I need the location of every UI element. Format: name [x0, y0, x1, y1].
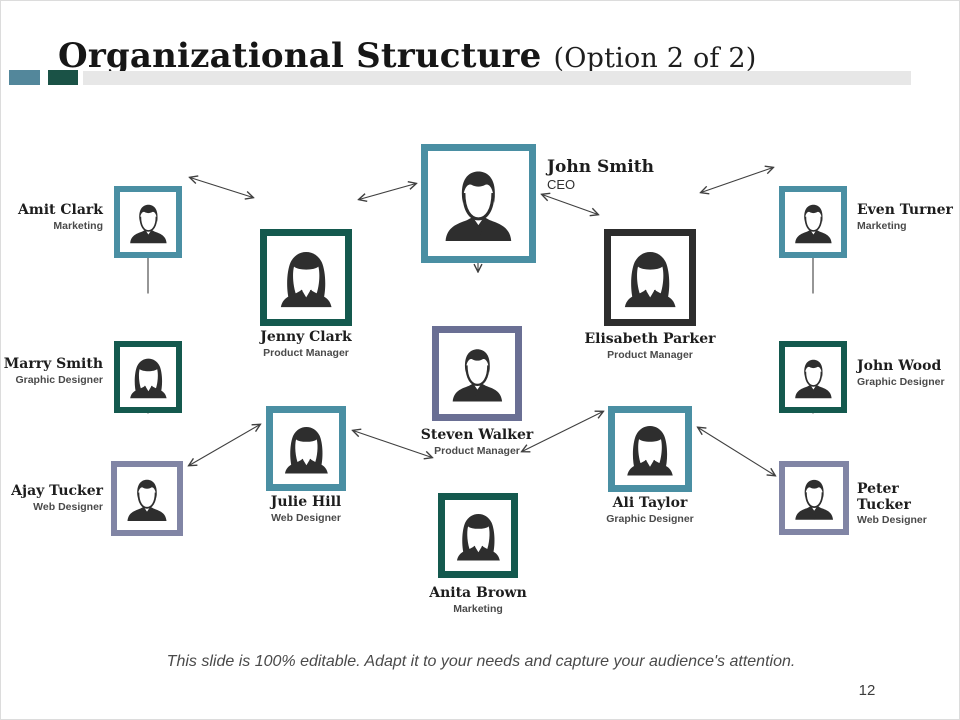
- person-name: John Smith: [547, 157, 654, 177]
- female-person-icon: [619, 243, 681, 313]
- person-label: Anita Brown Marketing: [398, 585, 558, 615]
- person-name: Peter Tucker: [857, 481, 911, 513]
- person-label: Amit Clark Marketing: [3, 202, 103, 232]
- slide-title: Organizational Structure (Option 2 of 2): [58, 36, 757, 76]
- decor-square-teal: [9, 70, 40, 85]
- person-role: Product Manager: [434, 444, 520, 457]
- person-name: Marry Smith: [3, 356, 103, 372]
- male-person-icon: [791, 197, 836, 247]
- person-role: Web Designer: [857, 514, 927, 527]
- female-person-icon: [622, 419, 678, 479]
- person-label: Jenny Clark Product Manager: [226, 329, 386, 359]
- person-name: John Wood: [857, 358, 942, 374]
- page-number: 12: [858, 682, 876, 699]
- person-label: Julie Hill Web Designer: [226, 494, 386, 524]
- org-node-jenny-clark[interactable]: [260, 229, 352, 326]
- connector-elisabeth-even: [701, 168, 773, 193]
- connector-anita-ali: [522, 412, 603, 452]
- org-node-amit-clark[interactable]: [114, 186, 182, 258]
- person-role: Marketing: [453, 602, 503, 615]
- person-role: Graphic Designer: [857, 375, 945, 388]
- person-label: Ajay Tucker Web Designer: [3, 483, 103, 513]
- person-role: Web Designer: [33, 500, 103, 513]
- person-name: Jenny Clark: [260, 329, 352, 345]
- person-role: Marketing: [53, 219, 103, 232]
- person-label: Even Turner Marketing: [857, 202, 957, 232]
- male-person-icon: [791, 352, 836, 402]
- org-node-peter-tucker[interactable]: [779, 461, 849, 535]
- female-person-icon: [275, 243, 337, 313]
- person-name: Even Turner: [857, 202, 953, 218]
- person-label: Peter Tucker Web Designer: [857, 481, 957, 527]
- person-role: Marketing: [857, 219, 907, 232]
- org-chart: John Smith CEO Amit Clark Marketing Marr…: [1, 96, 959, 626]
- person-name: Amit Clark: [18, 202, 103, 218]
- connector-amit-jenny: [190, 178, 253, 198]
- person-name: Ali Taylor: [612, 495, 688, 511]
- person-label: John Wood Graphic Designer: [857, 358, 957, 388]
- connector-julie-anita: [353, 431, 432, 458]
- connector-ceo-elisabeth: [542, 195, 598, 215]
- decor-square-darkteal: [48, 70, 78, 85]
- person-name: Anita Brown: [429, 585, 527, 601]
- org-node-even-turner[interactable]: [779, 186, 847, 258]
- person-role: Web Designer: [271, 511, 341, 524]
- person-role: Graphic Designer: [15, 373, 103, 386]
- org-node-ajay-tucker[interactable]: [111, 461, 183, 536]
- person-label: Elisabeth Parker Product Manager: [570, 331, 730, 361]
- male-person-icon: [447, 339, 508, 407]
- person-label: John Smith CEO: [547, 157, 707, 193]
- slide-title-suffix: (Option 2 of 2): [553, 42, 757, 74]
- person-name: Steven Walker: [420, 427, 534, 443]
- person-role: Product Manager: [263, 346, 349, 359]
- person-name: Ajay Tucker: [11, 483, 103, 499]
- footer-note: This slide is 100% editable. Adapt it to…: [166, 653, 796, 670]
- person-name: Julie Hill: [270, 494, 342, 510]
- person-role: Product Manager: [607, 348, 693, 361]
- male-person-icon: [123, 472, 171, 525]
- org-node-steven-walker[interactable]: [432, 326, 522, 421]
- person-label: Steven Walker Product Manager: [397, 427, 557, 457]
- female-person-icon: [280, 419, 333, 479]
- female-person-icon: [452, 506, 505, 566]
- slide-title-main: Organizational Structure: [58, 35, 542, 76]
- connector-ajay-julie: [189, 425, 260, 466]
- male-person-icon: [791, 472, 837, 524]
- connector-ali-peter: [698, 428, 775, 476]
- person-label: Ali Taylor Graphic Designer: [570, 495, 730, 525]
- org-node-john-wood[interactable]: [779, 341, 847, 413]
- org-node-elisabeth-parker[interactable]: [604, 229, 696, 326]
- male-person-icon: [126, 197, 171, 247]
- male-person-icon: [438, 159, 519, 247]
- decor-gray-bar: [83, 71, 911, 85]
- person-role: CEO: [547, 177, 576, 193]
- org-node-julie-hill[interactable]: [266, 406, 346, 491]
- person-label: Marry Smith Graphic Designer: [3, 356, 103, 386]
- person-name: Elisabeth Parker: [584, 331, 716, 347]
- org-node-marry-smith[interactable]: [114, 341, 182, 413]
- org-node-anita-brown[interactable]: [438, 493, 518, 578]
- org-node-ali-taylor[interactable]: [608, 406, 692, 492]
- connector-jenny-ceo: [359, 184, 416, 200]
- female-person-icon: [126, 352, 171, 402]
- org-node-john-smith[interactable]: [421, 144, 536, 263]
- person-role: Graphic Designer: [606, 512, 694, 525]
